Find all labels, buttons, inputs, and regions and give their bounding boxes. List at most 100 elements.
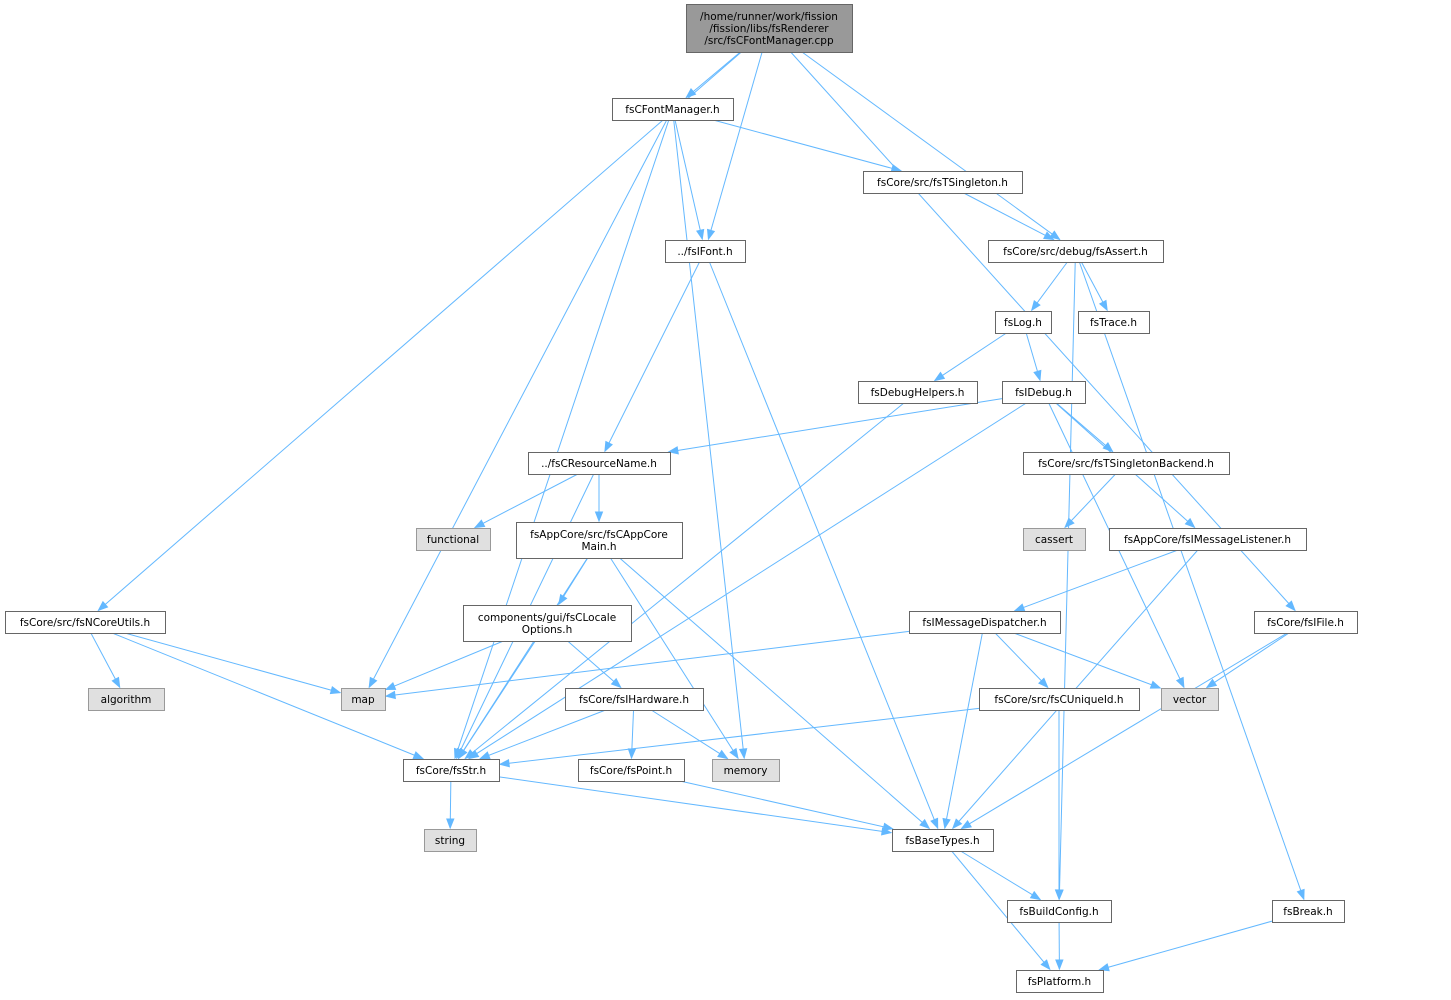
node-fsIDebug-h[interactable]: fsIDebug.h (1002, 381, 1086, 404)
edge-arrowhead (384, 681, 397, 691)
edge-arrowhead (1205, 678, 1218, 689)
node-fsBreak-h[interactable]: fsBreak.h (1272, 900, 1345, 923)
node-fsIHardware-h[interactable]: fsCore/fsIHardware.h (565, 688, 704, 711)
edge-arrowhead (1013, 603, 1026, 612)
edge-arrowhead (1029, 890, 1042, 901)
node-box (341, 688, 386, 711)
node-fsBuildConfig-h[interactable]: fsBuildConfig.h (1007, 900, 1112, 923)
node-label: Main.h (581, 541, 616, 553)
edge-fsIFont_h-to-fsBaseTypes_h (708, 261, 939, 829)
node-memory: memory (712, 759, 780, 782)
edge-fsBaseTypes_h-to-fsPlatform_h (951, 850, 1051, 970)
node-label: fsIDebug.h (1015, 387, 1072, 399)
edge-arrowhead (1038, 677, 1049, 689)
node-box (416, 528, 491, 551)
node-cassert: cassert (1023, 528, 1086, 551)
node-fsTrace-h[interactable]: fsTrace.h (1078, 311, 1150, 334)
node-box (1023, 528, 1086, 551)
node-box (1272, 900, 1345, 923)
edge-fsAssert_h-to-fsLog_h (1031, 261, 1068, 311)
edge-fsIFile_h-to-fsBaseTypes_h (961, 632, 1288, 829)
edge-arrowhead (473, 519, 486, 529)
node-label: ../fsCResourceName.h (541, 458, 657, 470)
node-fsPoint-h[interactable]: fsCore/fsPoint.h (578, 759, 685, 782)
edge-arrowhead (1049, 230, 1061, 241)
edge-fsBaseTypes_h-to-fsBuildConfig_h (960, 850, 1041, 900)
edge-fsIMessageDispatcher_h-to-fsCUniqueId_h (994, 632, 1049, 688)
edge-arrowhead (951, 818, 963, 830)
edge-fsIHardware_h-to-fsStr_h (480, 709, 606, 760)
node-label: fsCore/src/debug/fsAssert.h (1003, 246, 1148, 258)
edge-arrowhead (706, 228, 716, 241)
node-fsCResourceName-h[interactable]: ../fsCResourceName.h (528, 452, 671, 475)
node-fsLog-h[interactable]: fsLog.h (995, 311, 1052, 334)
edge-fsAssert_h-to-fsBuildConfig_h (1058, 261, 1076, 900)
edge-arrowhead (890, 164, 903, 173)
node-algorithm: algorithm (88, 688, 165, 711)
node-label: vector (1173, 694, 1207, 706)
node-layer: /home/runner/work/fission/fission/libs/f… (5, 4, 1358, 993)
edge-fsNCoreUtils_h-to-map (124, 632, 341, 694)
edge-arrowhead (729, 747, 739, 760)
node-box (909, 611, 1061, 634)
edge-fsAssert_h-to-fsBreak_h (1078, 261, 1305, 900)
edge-arrowhead (97, 600, 109, 612)
node-box (665, 240, 746, 263)
node-label: fsBreak.h (1283, 906, 1332, 918)
node-label: components/gui/fsCLocale (478, 612, 616, 624)
node-fsIFont-h[interactable]: ../fsIFont.h (665, 240, 746, 263)
edge-fsCLocaleOptions_h-to-fsStr_h (458, 640, 536, 759)
node-fsBaseTypes-h[interactable]: fsBaseTypes.h (892, 829, 994, 852)
edge-arrowhead (558, 593, 568, 606)
node-fsAssert-h[interactable]: fsCore/src/debug/fsAssert.h (988, 240, 1164, 263)
edge-arrowhead (610, 677, 622, 689)
node-box (892, 829, 994, 852)
node-box (565, 688, 704, 711)
edge-root-to-fsIFont_h (707, 51, 763, 240)
edge-fsStr_h-to-fsBaseTypes_h (498, 776, 892, 834)
edge-fsCFontManager_h-to-map (368, 119, 668, 688)
node-label: algorithm (101, 694, 152, 706)
node-fsCFontManager-h[interactable]: fsCFontManager.h (612, 98, 734, 121)
edge-arrowhead (368, 676, 378, 689)
node-box (979, 688, 1140, 711)
node-label: fsCore/fsIHardware.h (579, 694, 689, 706)
edge-fsIMessageDispatcher_h-to-fsBaseTypes_h (944, 632, 983, 829)
edge-fsCAppCoreMain_h-to-memory (610, 557, 739, 759)
node-box (1109, 528, 1307, 551)
node-label: fsCore/fsIFile.h (1267, 617, 1344, 629)
edge-fsIMessageDispatcher_h-to-map (385, 630, 910, 697)
node-fsIMessageDispatcher-h[interactable]: fsIMessageDispatcher.h (909, 611, 1061, 634)
edge-arrowhead (384, 690, 396, 700)
node-fsCUniqueId-h[interactable]: fsCore/src/fsCUniqueId.h (979, 688, 1140, 711)
edge-arrowhead (446, 818, 455, 830)
node-label: cassert (1035, 534, 1073, 546)
edge-arrowhead (457, 747, 468, 760)
node-fsTSingleton-h[interactable]: fsCore/src/fsTSingleton.h (863, 171, 1023, 194)
node-box (1078, 311, 1150, 334)
node-fsPlatform-h[interactable]: fsPlatform.h (1016, 970, 1104, 993)
node-label: fsCore/fsStr.h (416, 765, 486, 777)
edge-root-to-fsAssert_h (801, 51, 1060, 240)
node-fsTSingletonBackend-h[interactable]: fsCore/src/fsTSingletonBackend.h (1023, 452, 1230, 475)
node-label: fsLog.h (1004, 317, 1042, 329)
edge-fsLog_h-to-fsDebugHelpers_h (934, 332, 1007, 381)
edge-fsCFontManager_h-to-fsStr_h (454, 119, 670, 759)
edge-fsPoint_h-to-fsBaseTypes_h (679, 780, 893, 830)
node-box (424, 829, 477, 852)
node-fsIFile-h[interactable]: fsCore/fsIFile.h (1254, 611, 1358, 634)
edge-fsCLocaleOptions_h-to-fsIHardware_h (567, 640, 621, 688)
node-fsNCoreUtils-h[interactable]: fsCore/src/fsNCoreUtils.h (5, 611, 166, 634)
node-root[interactable]: /home/runner/work/fission/fission/libs/f… (686, 4, 853, 53)
edge-arrowhead (498, 758, 510, 768)
edge-arrowhead (1033, 369, 1042, 382)
node-label: fsIMessageDispatcher.h (922, 617, 1046, 629)
node-fsDebugHelpers-h[interactable]: fsDebugHelpers.h (858, 381, 978, 404)
node-fsIMessageListener-h[interactable]: fsAppCore/fsIMessageListener.h (1109, 528, 1307, 551)
edge-root-to-fsCFontManager_h (686, 51, 741, 98)
node-fsStr-h[interactable]: fsCore/fsStr.h (403, 759, 500, 782)
edge-arrowhead (594, 511, 604, 523)
